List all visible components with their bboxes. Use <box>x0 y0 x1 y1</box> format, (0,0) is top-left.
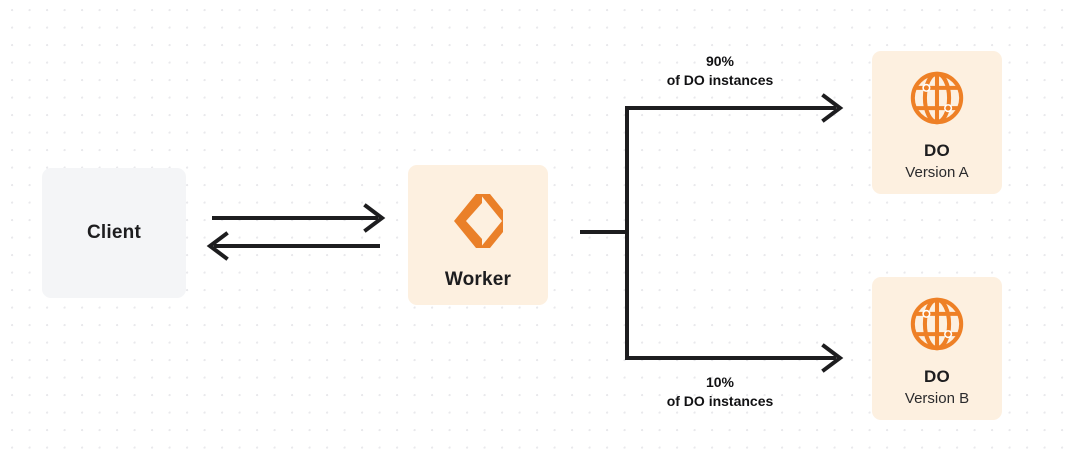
node-client-label: Client <box>87 222 141 243</box>
edge-label-do-a-percent: 90% <box>705 53 735 69</box>
edge-worker-branch-trunk <box>580 106 629 360</box>
node-do-b-sublabel: Version B <box>904 390 970 407</box>
node-worker[interactable]: Worker <box>408 165 548 305</box>
edge-label-do-b: 10% of DO instances <box>620 373 820 411</box>
globe-icon <box>908 295 966 353</box>
edge-worker-to-client <box>206 231 380 261</box>
edge-label-do-a: 90% of DO instances <box>620 52 820 90</box>
node-do-a-label: DO <box>924 141 950 160</box>
edge-worker-to-do-a <box>625 93 844 123</box>
node-worker-label: Worker <box>444 269 512 290</box>
edge-worker-to-do-b <box>625 343 844 373</box>
globe-icon <box>908 69 966 127</box>
node-do-a-sublabel: Version A <box>905 164 969 181</box>
edge-label-do-a-description: of DO instances <box>666 72 774 88</box>
node-do-b-label: DO <box>924 367 950 386</box>
edge-label-do-b-percent: 10% <box>705 374 735 390</box>
edge-client-to-worker <box>212 203 386 233</box>
cloudflare-workers-logo-icon <box>446 189 510 253</box>
edge-label-do-b-description: of DO instances <box>666 393 774 409</box>
node-client[interactable]: Client <box>42 168 186 298</box>
node-do-version-b[interactable]: DO Version B <box>872 277 1002 420</box>
node-do-version-a[interactable]: DO Version A <box>872 51 1002 194</box>
